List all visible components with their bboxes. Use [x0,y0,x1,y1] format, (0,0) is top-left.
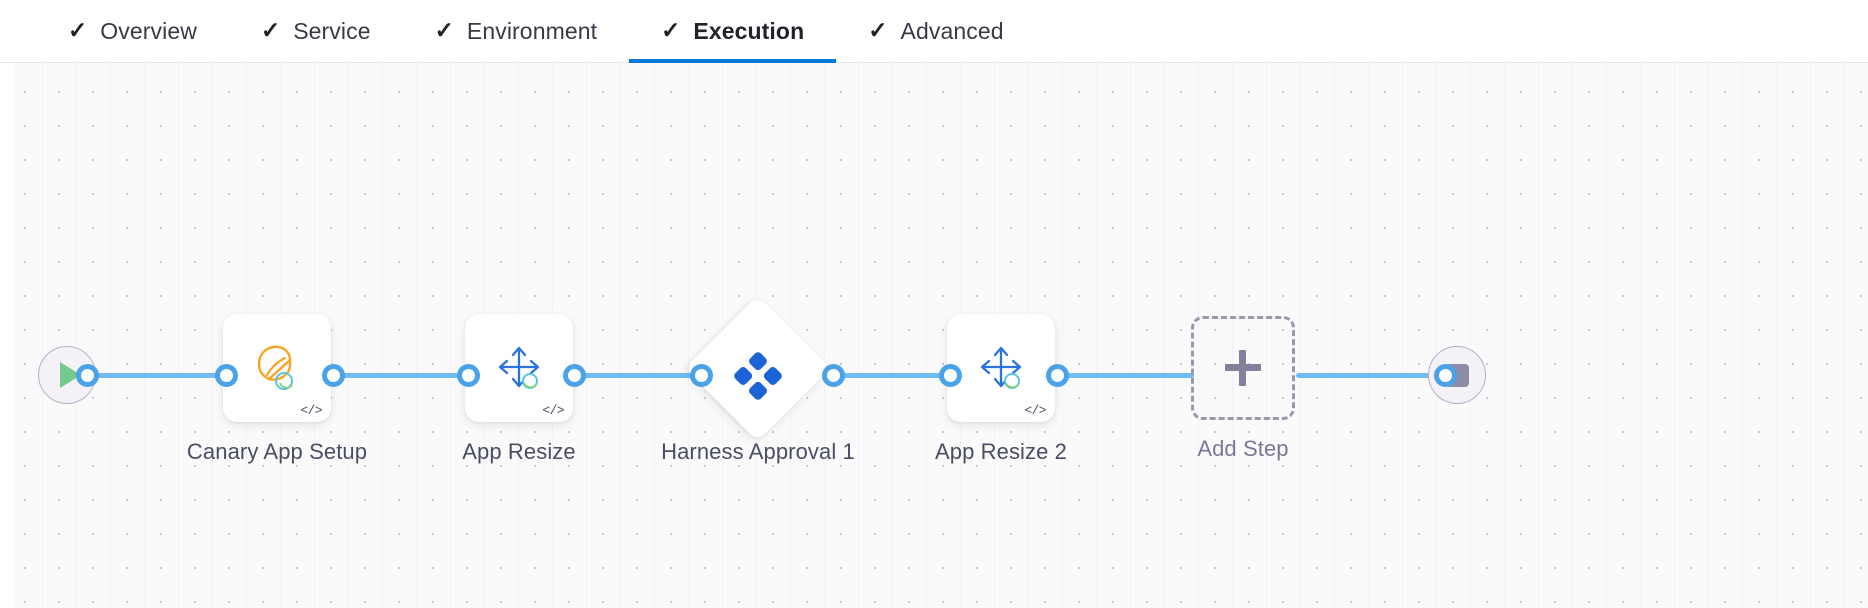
plus-icon [1225,350,1261,386]
code-icon[interactable]: </> [542,403,564,418]
step-node-app-resize[interactable]: </> [465,314,573,422]
check-icon: ✓ [68,16,88,43]
check-icon: ✓ [434,16,454,43]
connector-dot-step4-in[interactable] [939,364,962,387]
connector-dot-step1-out[interactable] [322,364,345,387]
tab-advanced[interactable]: ✓ Advanced [836,0,1035,63]
canary-bird-icon [223,314,331,422]
code-icon[interactable]: </> [300,403,322,418]
connector-dot-step2-out[interactable] [563,364,586,387]
tab-service[interactable]: ✓ Service [229,0,403,63]
connector-dot-step2-in[interactable] [457,364,480,387]
stage-tab-bar: ✓ Overview ✓ Service ✓ Environment ✓ Exe… [0,0,1868,63]
active-tab-indicator [629,58,837,63]
connector-line-addstep-to-end [1296,373,1444,378]
step-label-harness-approval-1: Harness Approval 1 [661,439,855,464]
step-node-app-resize-2[interactable]: </> [947,314,1055,422]
resize-arrows-icon [465,314,573,422]
connector-dot-step1-in[interactable] [215,364,238,387]
add-step-button[interactable] [1191,316,1295,420]
resize-arrows-icon [947,314,1055,422]
connector-dot-end-in[interactable] [1434,364,1457,387]
tab-overview[interactable]: ✓ Overview [36,0,229,63]
add-step-label: Add Step [1197,436,1289,461]
play-icon [59,362,81,388]
connector-line-start-to-step1 [96,373,226,378]
tab-overview-label: Overview [100,17,197,44]
step-label-app-resize-2: App Resize 2 [934,439,1068,464]
tab-execution-label: Execution [693,17,805,44]
connector-dot-step3-out[interactable] [822,364,845,387]
connector-line-step2-to-step3 [580,373,698,378]
connector-dot-step4-out[interactable] [1046,364,1069,387]
tab-advanced-label: Advanced [900,17,1004,44]
connector-dot-start-out[interactable] [76,364,99,387]
connector-line-step1-to-step2 [338,373,468,378]
check-icon: ✓ [661,16,681,43]
canvas-left-gutter [0,63,14,608]
step-label-canary-app-setup: Canary App Setup [186,439,368,464]
tab-execution[interactable]: ✓ Execution [629,0,837,63]
tab-environment-label: Environment [466,17,598,44]
connector-line-step3-to-step4 [830,373,950,378]
check-icon: ✓ [260,16,281,43]
check-icon: ✓ [868,16,888,43]
tab-environment[interactable]: ✓ Environment [403,0,630,63]
step-label-app-resize: App Resize [462,439,576,464]
tab-service-label: Service [293,17,371,44]
code-icon[interactable]: </> [1024,403,1046,418]
step-node-canary-app-setup[interactable]: </> [223,314,331,422]
connector-line-step4-to-addstep [1062,373,1194,378]
connector-dot-step3-in[interactable] [690,364,713,387]
harness-logo-icon [730,348,786,404]
execution-graph-canvas[interactable]: </> Canary App Setup [0,63,1868,608]
